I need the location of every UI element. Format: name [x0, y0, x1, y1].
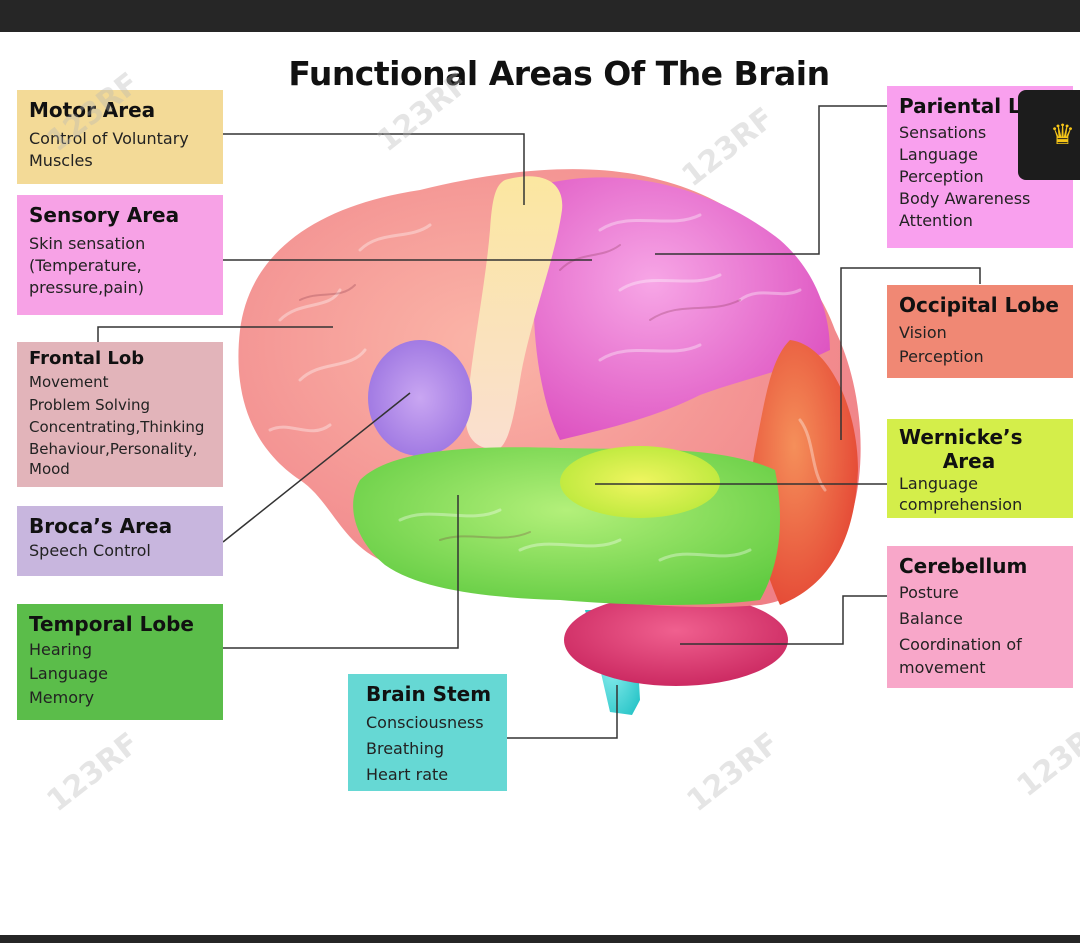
temporal-connector — [223, 495, 459, 649]
motor-area-line: Muscles — [29, 151, 93, 170]
pariental-lobe-line: Language — [899, 145, 978, 164]
wernickes-area-heading: Wernicke’s — [899, 425, 1023, 449]
brain-stem-box: Brain Stem Consciousness Breathing Heart… — [348, 674, 507, 791]
sensory-area-box: Sensory Area Skin sensation (Temperature… — [17, 195, 223, 315]
motor-area-line: Control of Voluntary — [29, 129, 189, 148]
cerebellum-line: Coordination of — [899, 635, 1022, 654]
cerebellum-box: Cerebellum Posture Balance Coordination … — [887, 546, 1073, 688]
brocas-area-line: Speech Control — [29, 541, 151, 560]
occipital-lobe-line: Perception — [899, 347, 984, 366]
overlay-tab[interactable] — [1018, 90, 1080, 180]
wernickes-area-heading-2: Area — [942, 449, 996, 473]
frontal-lobe-line: Movement — [29, 373, 109, 391]
pariental-lobe-line: Attention — [899, 211, 973, 230]
bottom-bar — [0, 935, 1080, 943]
frontal-lobe-line: Behaviour,Personality, — [29, 439, 198, 458]
brainstem-connector — [507, 685, 618, 739]
occipital-lobe-box: Occipital Lobe Vision Perception — [887, 285, 1073, 378]
temporal-lobe-heading: Temporal Lobe — [29, 612, 194, 636]
frontal-lobe-box: Frontal Lob Movement Problem Solving Con… — [17, 342, 223, 487]
cerebellum-heading: Cerebellum — [899, 554, 1028, 578]
temporal-lobe-line: Hearing — [29, 640, 92, 659]
brain-stem-heading: Brain Stem — [366, 682, 492, 706]
brain-stem-line: Heart rate — [366, 765, 449, 784]
frontal-connector — [97, 326, 333, 342]
occipital-lobe-heading: Occipital Lobe — [899, 293, 1059, 317]
brain-stem-line: Breathing — [366, 739, 445, 758]
temporal-lobe-box: Temporal Lobe Hearing Language Memory — [17, 604, 223, 720]
sensory-area-line: (Temperature, — [29, 256, 142, 275]
pariental-lobe-line: Perception — [899, 167, 984, 186]
cerebellum-line: movement — [899, 658, 986, 677]
wernickes-area-line: Language — [899, 474, 978, 493]
temporal-lobe-line: Memory — [29, 688, 95, 707]
pariental-lobe-line: Body Awareness — [899, 189, 1031, 208]
crown-icon[interactable]: ♛ — [1050, 119, 1076, 150]
broca-connector — [222, 392, 411, 543]
temporal-lobe-line: Language — [29, 664, 108, 683]
motor-area-box: Motor Area Control of Voluntary Muscles — [17, 90, 223, 184]
cerebellum-line: Balance — [899, 609, 963, 628]
sensory-area-line: pressure,pain) — [29, 278, 144, 297]
occipital-connector — [840, 267, 981, 440]
frontal-lobe-line: Concentrating,Thinking — [29, 418, 205, 436]
sensory-area-line: Skin sensation — [29, 234, 146, 253]
motor-area-heading: Motor Area — [29, 98, 156, 122]
frontal-lobe-line: Mood — [29, 459, 70, 478]
cerebellum-connector — [680, 595, 888, 645]
cerebellum-line: Posture — [899, 583, 959, 602]
pariental-lobe-line: Sensations — [899, 123, 987, 142]
frontal-lobe-heading: Frontal Lob — [29, 348, 145, 369]
motor-connector — [223, 133, 525, 205]
pariental-connector — [655, 105, 888, 255]
sensory-area-heading: Sensory Area — [29, 203, 180, 227]
top-bar — [0, 0, 1080, 32]
occipital-lobe-line: Vision — [899, 323, 947, 342]
brocas-area-box: Broca’s Area Speech Control — [17, 506, 223, 576]
page-title: Functional Areas Of The Brain — [288, 54, 830, 93]
wernickes-area-box: Wernicke’s Area Language comprehension — [887, 419, 1073, 518]
wernickes-area-line: comprehension — [899, 495, 1023, 514]
frontal-lobe-line: Problem Solving — [29, 395, 151, 414]
brocas-area-heading: Broca’s Area — [29, 514, 173, 538]
brain-stem-line: Consciousness — [366, 713, 484, 732]
